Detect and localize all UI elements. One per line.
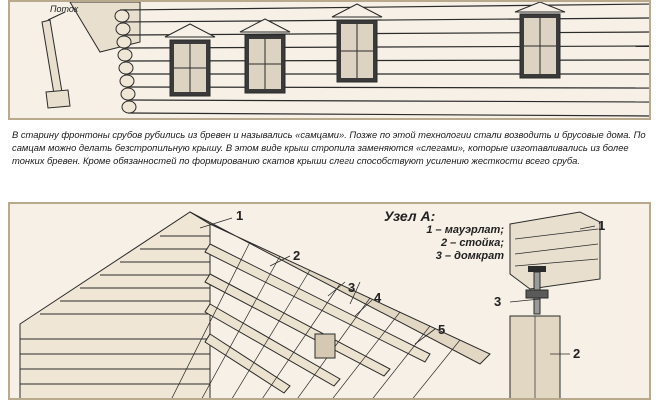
callout-leaders xyxy=(199,217,596,355)
node-callout-3: 3 xyxy=(494,294,502,309)
purlins xyxy=(204,243,431,394)
callout-4: 4 xyxy=(374,290,382,305)
node-a-item-3: 3 – домкрат xyxy=(435,250,504,262)
node-a-item-1: 1 – мауэрлат; xyxy=(426,224,504,236)
caption-text: В старину фронтоны срубов рубились из бр… xyxy=(12,129,646,167)
sheathing xyxy=(171,241,461,398)
node-a-legend: Узел А: 1 – мауэрлат; 2 – стойка; 3 – до… xyxy=(384,208,504,263)
node-a-detail xyxy=(509,211,601,398)
window-4 xyxy=(514,2,566,79)
roof-structure-illustration: 1 2 3 4 5 Узел А: 1 – мауэрлат; 2 – стой… xyxy=(8,202,651,400)
node-a-title: Узел А: xyxy=(384,208,436,224)
node-callout-2: 2 xyxy=(573,346,581,361)
window-3 xyxy=(331,3,383,83)
potok-label: Поток xyxy=(50,4,79,14)
window-1 xyxy=(164,23,216,97)
label-leader xyxy=(47,11,66,21)
log-ends xyxy=(114,9,137,114)
log-house-drawing: Поток xyxy=(41,2,649,117)
chimney xyxy=(314,333,336,359)
node-callout-1: 1 xyxy=(598,218,606,233)
window-2 xyxy=(239,18,291,94)
callout-3: 3 xyxy=(348,280,356,295)
top-illustration: Поток xyxy=(8,0,651,120)
gable-logs xyxy=(20,235,210,385)
drain-pipe xyxy=(41,19,71,109)
caption: В старину фронтоны срубов рубились из бр… xyxy=(12,128,650,168)
node-a-item-2: 2 – стойка; xyxy=(440,237,504,249)
callout-2: 2 xyxy=(293,248,301,263)
roof-drawing xyxy=(19,211,601,398)
callout-1: 1 xyxy=(236,208,244,223)
callout-5: 5 xyxy=(438,322,446,337)
